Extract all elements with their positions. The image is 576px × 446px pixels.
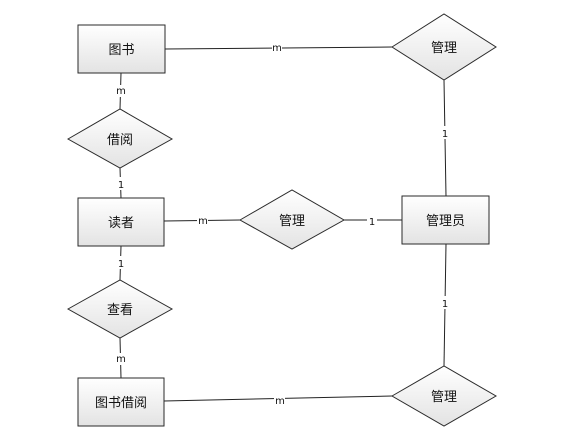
relationship-label: 借阅 <box>107 133 133 148</box>
cardinality-label: 1 <box>369 217 375 228</box>
relationship-borrow[interactable]: 借阅 <box>66 108 174 169</box>
relationship-label: 查看 <box>107 302 133 318</box>
relationship-manage-reader[interactable]: 管理 <box>238 189 346 250</box>
entity-reader[interactable]: 读者 <box>77 197 165 247</box>
entity-label: 图书 <box>108 43 134 58</box>
cardinality-label: 1 <box>118 180 124 191</box>
cardinality-label: m <box>116 86 126 97</box>
relationship-label: 管理 <box>431 41 457 56</box>
cardinality-label: m <box>116 354 126 365</box>
cardinality-label: m <box>272 43 282 54</box>
entity-borrow-record[interactable]: 图书借阅 <box>77 377 165 427</box>
relationship-manage-record[interactable]: 管理 <box>390 365 498 427</box>
cardinality-label: m <box>275 396 285 407</box>
entity-admin[interactable]: 管理员 <box>401 195 490 245</box>
cardinality-label: 1 <box>118 259 124 270</box>
cardinality-label: 1 <box>442 129 448 140</box>
entity-label: 管理员 <box>426 214 465 229</box>
relationship-query[interactable]: 查看 <box>66 279 174 339</box>
cardinality-label: 1 <box>442 299 448 310</box>
relationship-label: 管理 <box>279 214 305 229</box>
entity-book[interactable]: 图书 <box>77 24 166 74</box>
entity-label: 读者 <box>108 216 134 231</box>
relationship-manage-book[interactable]: 管理 <box>391 13 497 81</box>
cardinality-label: m <box>198 216 208 227</box>
entity-label: 图书借阅 <box>95 396 147 411</box>
relationship-label: 管理 <box>431 390 457 405</box>
